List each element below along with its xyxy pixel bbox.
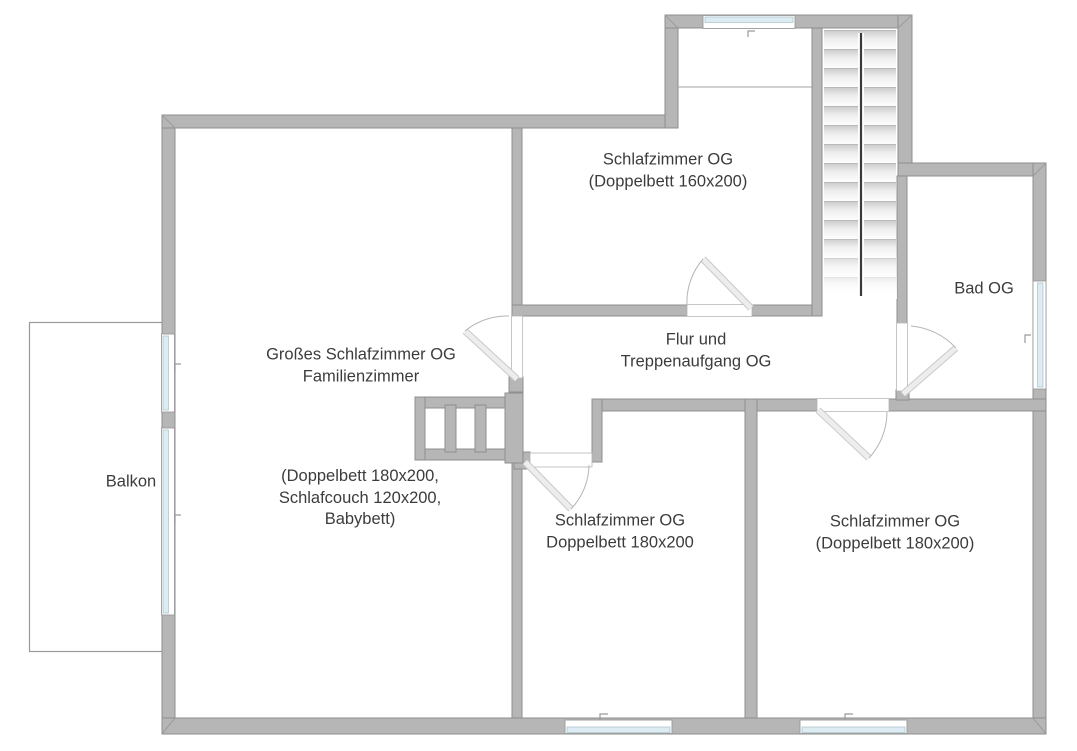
room-name: Schlafzimmer OG — [554, 511, 686, 530]
door-bottom-right-bedroom — [815, 407, 888, 461]
label-master-beds: (Doppelbett 180x200, Schlafcouch 120x200… — [279, 466, 441, 531]
room-detail: (Doppelbett 180x200) — [815, 534, 975, 552]
label-bedroom-bottom-right: Schlafzimmer OG (Doppelbett 180x200) — [816, 512, 975, 555]
window-bottom-middle — [564, 713, 673, 734]
room-name: Großes Schlafzimmer OG — [266, 345, 456, 364]
door-bad — [900, 325, 959, 397]
room-name: Flur und — [665, 330, 727, 349]
window-balcony-upper — [161, 333, 181, 413]
windows — [161, 15, 1047, 734]
label-bedroom-bottom-middle: Schlafzimmer OG Doppelbett 180x200 — [546, 511, 694, 554]
interior-walls — [508, 27, 1047, 719]
balcony-outline — [28, 321, 171, 653]
room-detail-2: Schlafcouch 120x200, — [278, 488, 442, 507]
staircase — [823, 30, 897, 299]
doors — [462, 256, 959, 512]
window-handle — [747, 30, 755, 37]
door-top-bedroom — [686, 256, 754, 311]
door-bottom-middle-bedroom — [522, 459, 590, 512]
room-detail: Doppelbett 180x200 — [546, 533, 694, 551]
label-master: Großes Schlafzimmer OG Familienzimmer — [266, 345, 456, 388]
room-name: Bad OG — [954, 279, 1014, 298]
window-handle — [599, 713, 608, 720]
room-name: Schlafzimmer OG — [829, 512, 961, 531]
label-flur: Flur und Treppenaufgang OG — [621, 330, 772, 373]
window-balcony-lower — [161, 427, 181, 616]
label-bedroom-top: Schlafzimmer OG (Doppelbett 160x200) — [589, 150, 748, 193]
room-detail: (Doppelbett 180x200, — [281, 466, 439, 485]
window-handle — [174, 363, 181, 373]
window-handle — [174, 514, 181, 524]
room-name: Balkon — [105, 472, 157, 491]
window-bad — [1024, 280, 1047, 390]
window-handle — [1024, 334, 1031, 343]
window-bottom-right — [799, 713, 908, 734]
door-openings — [511, 304, 908, 468]
small-steps — [414, 392, 524, 464]
corner-miters — [161, 14, 1047, 735]
door-master-bedroom — [462, 315, 520, 382]
room-name-2: Familienzimmer — [302, 367, 420, 385]
room-name-2: Treppenaufgang OG — [620, 352, 772, 370]
label-bad: Bad OG — [954, 278, 1014, 300]
window-top-bedroom — [702, 15, 796, 37]
room-name: Schlafzimmer OG — [602, 150, 734, 169]
window-handle — [844, 713, 853, 720]
room-detail: (Doppelbett 160x200) — [588, 172, 748, 190]
label-balkon: Balkon — [106, 471, 156, 493]
room-detail-3: Babybett) — [324, 509, 396, 528]
